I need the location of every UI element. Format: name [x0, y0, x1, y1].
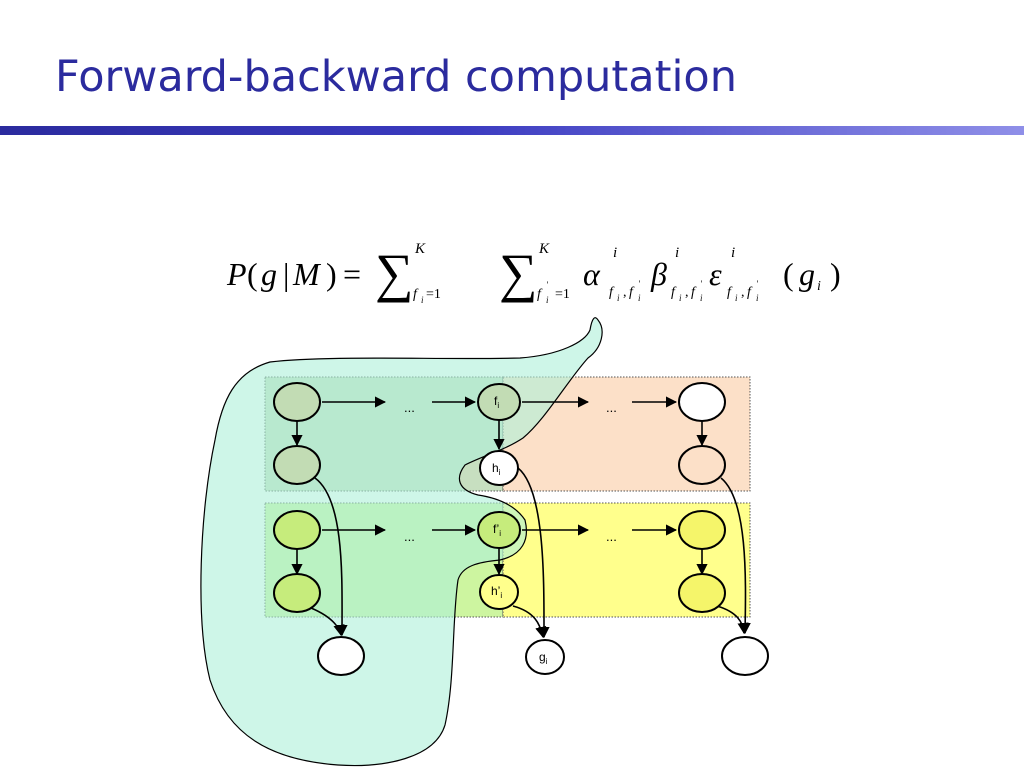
nodes	[273, 382, 769, 676]
summation-symbol-2: ∑	[499, 243, 538, 303]
node-left-third	[273, 510, 321, 550]
alpha-region-blob	[200, 317, 603, 767]
epsilon-sub-f: f	[727, 285, 731, 300]
ellipsis-label: ...	[606, 529, 617, 544]
node-f-prime-i	[477, 511, 521, 549]
node-left-second	[273, 445, 321, 485]
ellipsis-label: ...	[606, 400, 617, 415]
sum1-lower-eq: =1	[426, 287, 441, 302]
sum2-lower-prime: '	[546, 280, 548, 290]
beta-superscript: i	[675, 245, 680, 261]
sum2-lower-eq: =1	[555, 287, 570, 302]
summation-symbol-1: ∑	[375, 243, 414, 303]
node-h-i	[479, 450, 519, 486]
beta-sub-f2: f	[691, 285, 695, 300]
epsilon-superscript: i	[731, 245, 736, 261]
formula-arg-g: g	[799, 256, 815, 292]
label-f-prime-i: f’i	[493, 522, 501, 538]
beta-sub-i: i	[679, 293, 682, 303]
alpha-sub-prime: '	[638, 279, 640, 289]
formula-paren: )	[326, 256, 337, 292]
epsilon-sub-prime: '	[756, 279, 758, 289]
formula-paren: (	[247, 256, 258, 292]
epsilon-sub-i: i	[735, 293, 738, 303]
edge-curve	[716, 605, 749, 635]
ellipsis-label: ...	[404, 400, 415, 415]
beta-symbol: β	[651, 256, 667, 292]
slide-title: Forward-backward computation	[55, 52, 737, 102]
alpha-sub-i2: i	[638, 293, 641, 303]
node-g-i	[525, 639, 565, 675]
edge-curve	[314, 477, 348, 637]
formula-paren: )	[830, 256, 841, 292]
edges	[291, 396, 751, 639]
formula-paren: (	[783, 256, 794, 292]
epsilon-sub-f2: f	[747, 285, 751, 300]
formula-equals: =	[343, 256, 362, 292]
node-right-third	[678, 510, 726, 550]
title-underline-bar	[0, 126, 1024, 135]
formula-m: M	[293, 256, 320, 292]
epsilon-symbol: ε	[709, 256, 722, 292]
sum2-upper-limit: K	[539, 241, 550, 257]
node-left-fourth	[273, 573, 321, 613]
formula-arg-i: i	[817, 279, 821, 294]
node-f-i	[477, 383, 521, 421]
label-g-i: gi	[539, 650, 548, 666]
label-f-i: fi	[494, 394, 499, 410]
beta-sub-prime: '	[700, 279, 702, 289]
node-right-second	[678, 445, 726, 485]
sum2-lower-i: i	[546, 295, 549, 305]
sum1-upper-limit: K	[415, 241, 426, 257]
node-right-top	[678, 382, 726, 422]
formula-g: g	[261, 256, 277, 292]
alpha-superscript: i	[613, 245, 618, 261]
node-right-fourth	[678, 573, 726, 613]
label-h-i: hi	[492, 461, 501, 477]
alpha-sub-i: i	[617, 293, 620, 303]
alpha-sub-f: f	[609, 285, 613, 300]
formula-p: P	[227, 256, 247, 292]
label-h-prime-i: h’i	[491, 584, 502, 600]
probability-formula: P ( g | M ) = ∑ K f i =1 ∑ K f ' i =1 α …	[225, 238, 885, 318]
beta-sub-comma: ,	[685, 285, 689, 300]
beta-sub-f: f	[671, 285, 675, 300]
node-left-top	[273, 382, 321, 422]
node-right-output	[721, 636, 769, 676]
alpha-symbol: α	[583, 256, 600, 292]
sum1-lower-i: i	[421, 295, 424, 305]
edge-curve	[720, 477, 751, 635]
sum2-lower-f: f	[537, 287, 541, 302]
edge-curve	[310, 607, 345, 637]
node-left-output	[317, 636, 365, 676]
sum1-lower-f: f	[413, 287, 417, 302]
alpha-sub-f2: f	[629, 285, 633, 300]
epsilon-sub-comma: ,	[741, 285, 745, 300]
formula-bar: |	[283, 256, 290, 292]
edge-curve	[517, 467, 550, 639]
edge-curve	[512, 605, 547, 639]
beta-sub-i2: i	[700, 293, 703, 303]
node-h-prime-i	[479, 574, 519, 610]
ellipsis-label: ...	[404, 529, 415, 544]
alpha-sub-comma: ,	[623, 285, 627, 300]
epsilon-sub-i2: i	[756, 293, 759, 303]
